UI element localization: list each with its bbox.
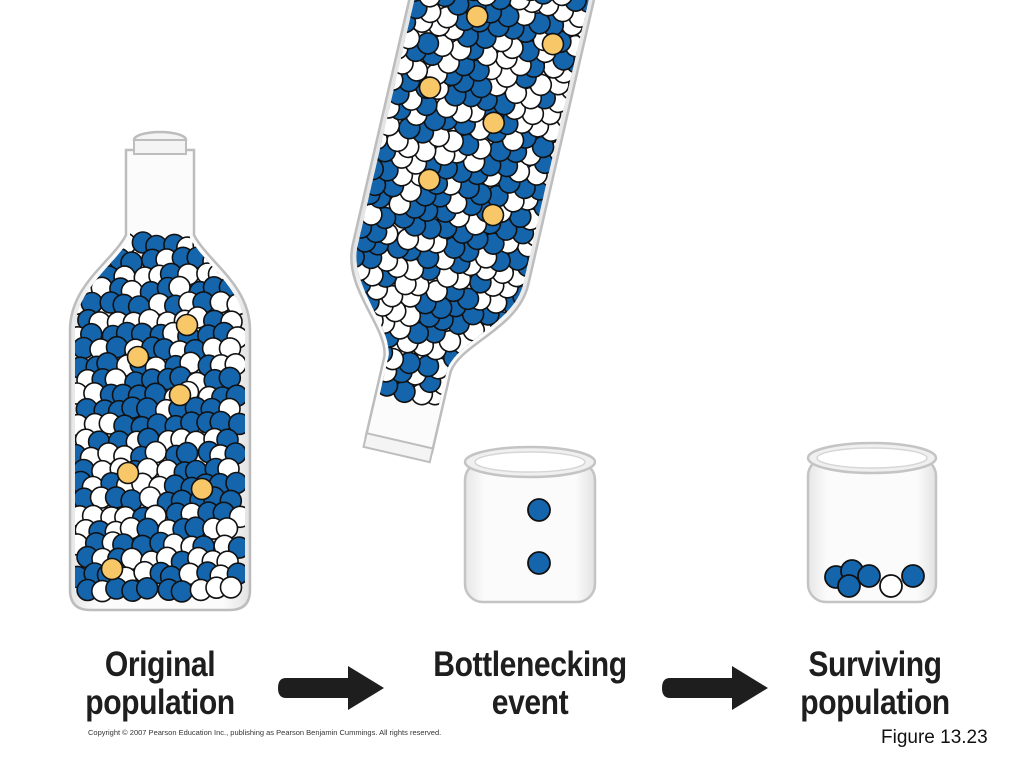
bead xyxy=(334,333,357,357)
label-surviving-line1: Surviving xyxy=(808,645,942,684)
bead xyxy=(417,168,441,192)
bead xyxy=(228,412,245,436)
bead xyxy=(338,291,361,315)
bead xyxy=(326,298,349,322)
bead xyxy=(493,367,516,391)
bead xyxy=(463,366,486,390)
falling-bead xyxy=(527,498,551,522)
bead xyxy=(75,234,90,257)
falling-bead xyxy=(527,551,551,575)
bead xyxy=(219,576,243,599)
bead xyxy=(499,343,523,367)
bead xyxy=(471,396,494,419)
bead xyxy=(322,330,346,354)
bead xyxy=(484,398,508,421)
bead xyxy=(519,0,543,2)
bead xyxy=(135,576,159,600)
label-original-line1: Original xyxy=(104,645,216,684)
surviving-bead xyxy=(837,574,861,598)
figure-number: Figure 13.23 xyxy=(881,727,988,748)
label-surviving-population: Surviving population xyxy=(785,646,966,722)
bead xyxy=(175,313,199,337)
label-bottleneck-line1: Bottlenecking xyxy=(433,645,627,684)
surviving-cup xyxy=(806,441,938,604)
label-surviving-line2: population xyxy=(800,683,950,722)
bead xyxy=(418,76,442,99)
bead xyxy=(465,5,489,28)
bead xyxy=(418,0,442,8)
surviving-bead xyxy=(879,574,903,598)
bead xyxy=(81,233,104,256)
bead xyxy=(126,345,150,369)
bead xyxy=(482,111,506,135)
label-original-line2: population xyxy=(85,683,235,722)
bead xyxy=(323,345,347,368)
bead xyxy=(462,0,486,2)
bottleneck-illustration xyxy=(68,0,938,612)
original-bottle xyxy=(68,130,252,612)
bead xyxy=(332,315,355,339)
bead xyxy=(486,337,510,361)
bead xyxy=(349,321,373,345)
bead xyxy=(318,359,339,382)
bead xyxy=(479,382,503,406)
bead xyxy=(469,352,493,376)
label-bottlenecking-event: Bottlenecking event xyxy=(427,646,633,722)
bead xyxy=(357,352,380,376)
bead xyxy=(332,363,356,387)
bead xyxy=(116,461,140,485)
bead xyxy=(463,379,486,403)
bead xyxy=(221,247,244,271)
copyright-notice: Copyright © 2007 Pearson Education Inc.,… xyxy=(88,728,442,737)
bead xyxy=(340,304,364,328)
label-bottleneck-line2: event xyxy=(491,683,569,722)
bead xyxy=(208,233,232,256)
bead xyxy=(349,338,372,361)
tilted-bottle xyxy=(318,0,606,464)
label-original-population: Original population xyxy=(70,646,251,722)
bead xyxy=(100,557,124,581)
surviving-bead xyxy=(857,564,881,588)
arrow-right-icon xyxy=(662,666,768,710)
bead xyxy=(488,0,512,11)
bead xyxy=(550,0,574,7)
bead xyxy=(453,374,476,397)
bead xyxy=(227,232,245,255)
tilted-beads xyxy=(318,0,601,421)
bead xyxy=(496,326,520,350)
bead xyxy=(532,0,555,5)
bead xyxy=(474,0,498,7)
bead xyxy=(168,383,192,407)
bead xyxy=(345,365,368,388)
bead xyxy=(457,390,480,414)
original-beads xyxy=(75,231,245,603)
bead xyxy=(541,32,565,56)
surviving-bead xyxy=(901,564,925,588)
bead xyxy=(477,364,501,387)
bead xyxy=(507,0,531,11)
bead xyxy=(190,477,214,501)
bead xyxy=(338,348,362,371)
bead xyxy=(481,203,505,227)
bead xyxy=(170,580,194,603)
bead xyxy=(77,248,101,272)
bead xyxy=(489,351,512,375)
bead xyxy=(75,263,90,286)
arrow-right-icon xyxy=(278,666,384,710)
bead xyxy=(564,0,587,12)
bottleneck-cup xyxy=(463,445,597,604)
